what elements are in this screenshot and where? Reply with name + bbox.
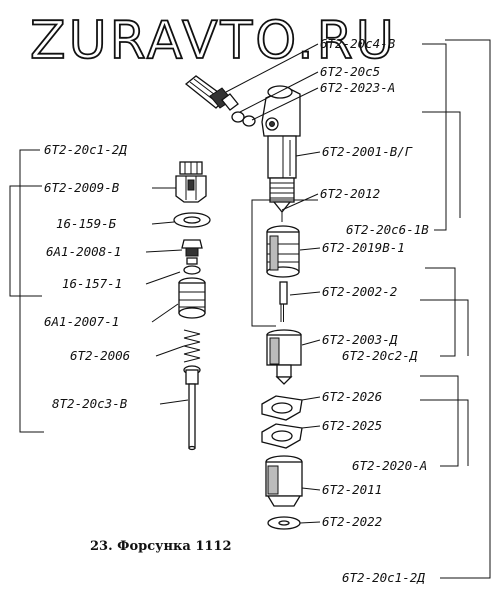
gasket-washer <box>173 212 211 228</box>
label-washer-2: 6Т2-2023-А <box>320 80 395 95</box>
figure-caption: 23. Форсунка 1112 <box>90 539 232 554</box>
cap-nut <box>175 161 207 203</box>
injector-body <box>261 85 301 214</box>
label-nozzle-assembly: 6Т2-20с2-Д <box>342 348 418 363</box>
seal-ring <box>183 257 201 275</box>
union-fitting <box>184 75 239 111</box>
part-labels: 6Т2-20с4-В 6Т2-20с5 6Т2-2023-А 6Т2-2001-… <box>44 36 429 585</box>
label-injector-body: 6Т2-2001-В/Г <box>322 144 413 159</box>
spacer-nut <box>266 225 300 278</box>
label-nozzle-body: 6Т2-2003-Д <box>322 332 398 347</box>
label-cap-nut: 6Т2-2009-В <box>44 180 120 195</box>
watermark-text: ZURAVTO.RU <box>30 11 397 71</box>
label-full-assembly-left: 6Т2-20с1-2Д <box>44 142 127 157</box>
label-seal-ring: 16-157-1 <box>62 276 122 291</box>
nozzle-body <box>266 329 302 385</box>
coil-spring <box>183 329 201 363</box>
label-spring-housing: 6А1-2007-1 <box>44 314 119 329</box>
label-washer: 6Т2-20с5 <box>320 64 380 79</box>
nozzle-nut <box>265 455 303 507</box>
adjusting-screw <box>181 239 203 257</box>
label-adjusting-screw: 6А1-2008-1 <box>46 244 121 259</box>
leader-lines <box>9 39 491 579</box>
label-union-fitting: 6Т2-20с4-В <box>320 36 396 51</box>
left-assembly <box>173 161 211 451</box>
label-nozzle-needle: 6Т2-2002-2 <box>322 284 397 299</box>
label-gasket-2: 6Т2-2025 <box>322 418 382 433</box>
label-gasket-1: 6Т2-2026 <box>322 389 382 404</box>
label-body-assembly: 6Т2-20с6-1В <box>346 222 429 237</box>
bottom-washer <box>267 516 301 530</box>
label-gasket-washer: 16-159-Б <box>56 216 117 231</box>
gasket-plates <box>261 395 303 449</box>
nozzle-needle <box>279 281 288 322</box>
washer-small-2 <box>242 115 256 127</box>
label-nozzle-nut: 6Т2-2011 <box>322 482 382 497</box>
washer-small-1 <box>231 111 245 123</box>
spring-housing <box>178 277 206 319</box>
label-bottom-washer: 6Т2-2022 <box>322 514 382 529</box>
label-gasket-set: 6Т2-2020-А <box>352 458 427 473</box>
label-spring: 6Т2-2006 <box>70 348 130 363</box>
push-rod <box>183 365 201 451</box>
label-pin: 6Т2-2012 <box>320 186 380 201</box>
label-full-assembly-right: 6Т2-20с1-2Д <box>342 570 425 585</box>
label-push-rod: 8Т2-20с3-В <box>52 396 128 411</box>
label-spacer-nut: 6Т2-2019В-1 <box>322 240 405 255</box>
